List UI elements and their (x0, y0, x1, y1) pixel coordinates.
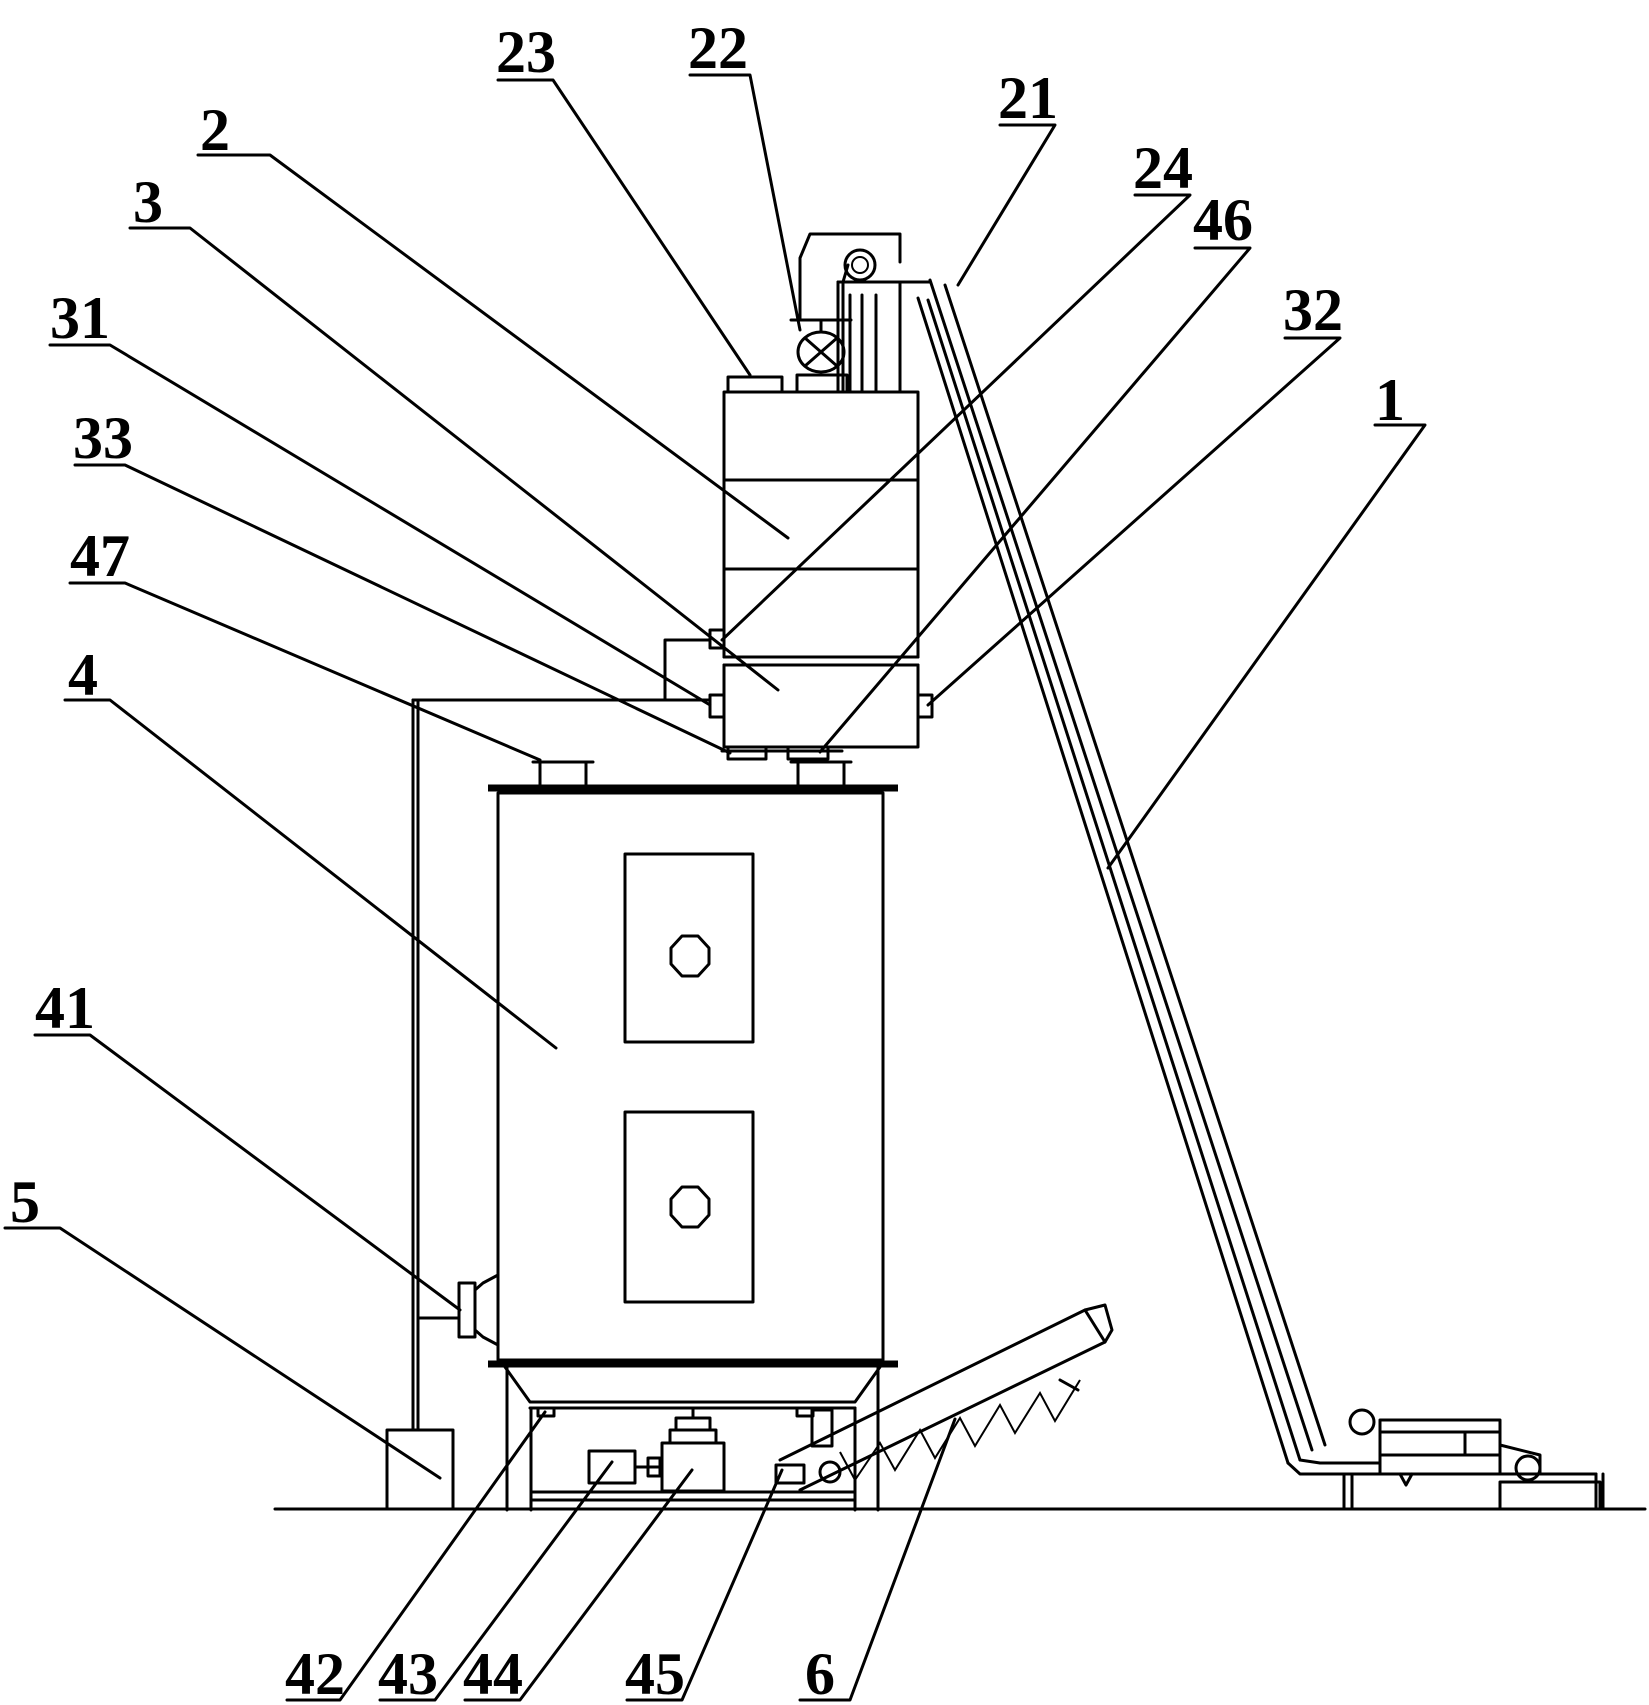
screw-drive (774, 1463, 806, 1485)
label-5: 5 (10, 1169, 40, 1235)
label-1: 1 (1375, 367, 1405, 433)
conveyor-end-cap (1083, 1303, 1114, 1344)
gearbox (660, 1441, 726, 1493)
main-tank (416, 760, 898, 1512)
top-nozzle-left (538, 760, 588, 790)
label-42: 42 (285, 1641, 345, 1705)
collection-vessel (385, 1428, 455, 1511)
label-32: 32 (1283, 277, 1343, 343)
upper-tank-nozzle (726, 375, 784, 394)
label-24: 24 (1133, 135, 1193, 201)
label-22: 22 (688, 15, 748, 81)
label-33: 33 (73, 405, 133, 471)
lower-window (623, 1110, 755, 1304)
upper-window (623, 852, 755, 1044)
top-nozzle-right (796, 760, 846, 790)
screw-conveyor (774, 1303, 1114, 1492)
label-23: 23 (496, 19, 556, 85)
label-44: 44 (463, 1641, 523, 1705)
upper-tank (708, 232, 932, 659)
support-pad (536, 1406, 556, 1418)
label-4: 4 (68, 642, 98, 708)
label-2: 2 (200, 97, 230, 163)
upper-sight-glass (669, 934, 711, 978)
label-6: 6 (805, 1641, 835, 1705)
feed-motor (843, 248, 877, 282)
label-45: 45 (625, 1641, 685, 1705)
inclined-elevator (916, 278, 1605, 1511)
recycle-pipe (411, 638, 712, 1432)
leader-lines (3, 73, 1427, 1702)
bottom-nozzle-33 (726, 745, 768, 761)
label-21: 21 (998, 65, 1058, 131)
label-43: 43 (378, 1641, 438, 1705)
lower-sight-glass (669, 1185, 711, 1229)
elevator-pulley (1348, 1408, 1376, 1436)
bottom-nozzle-46 (786, 745, 830, 761)
elevator-base (1378, 1418, 1502, 1476)
middle-tank (708, 663, 934, 761)
label-46: 46 (1193, 187, 1253, 253)
label-41: 41 (35, 975, 95, 1041)
label-3: 3 (133, 169, 163, 235)
label-47: 47 (70, 523, 130, 589)
motor (587, 1449, 637, 1485)
label-31: 31 (50, 285, 110, 351)
